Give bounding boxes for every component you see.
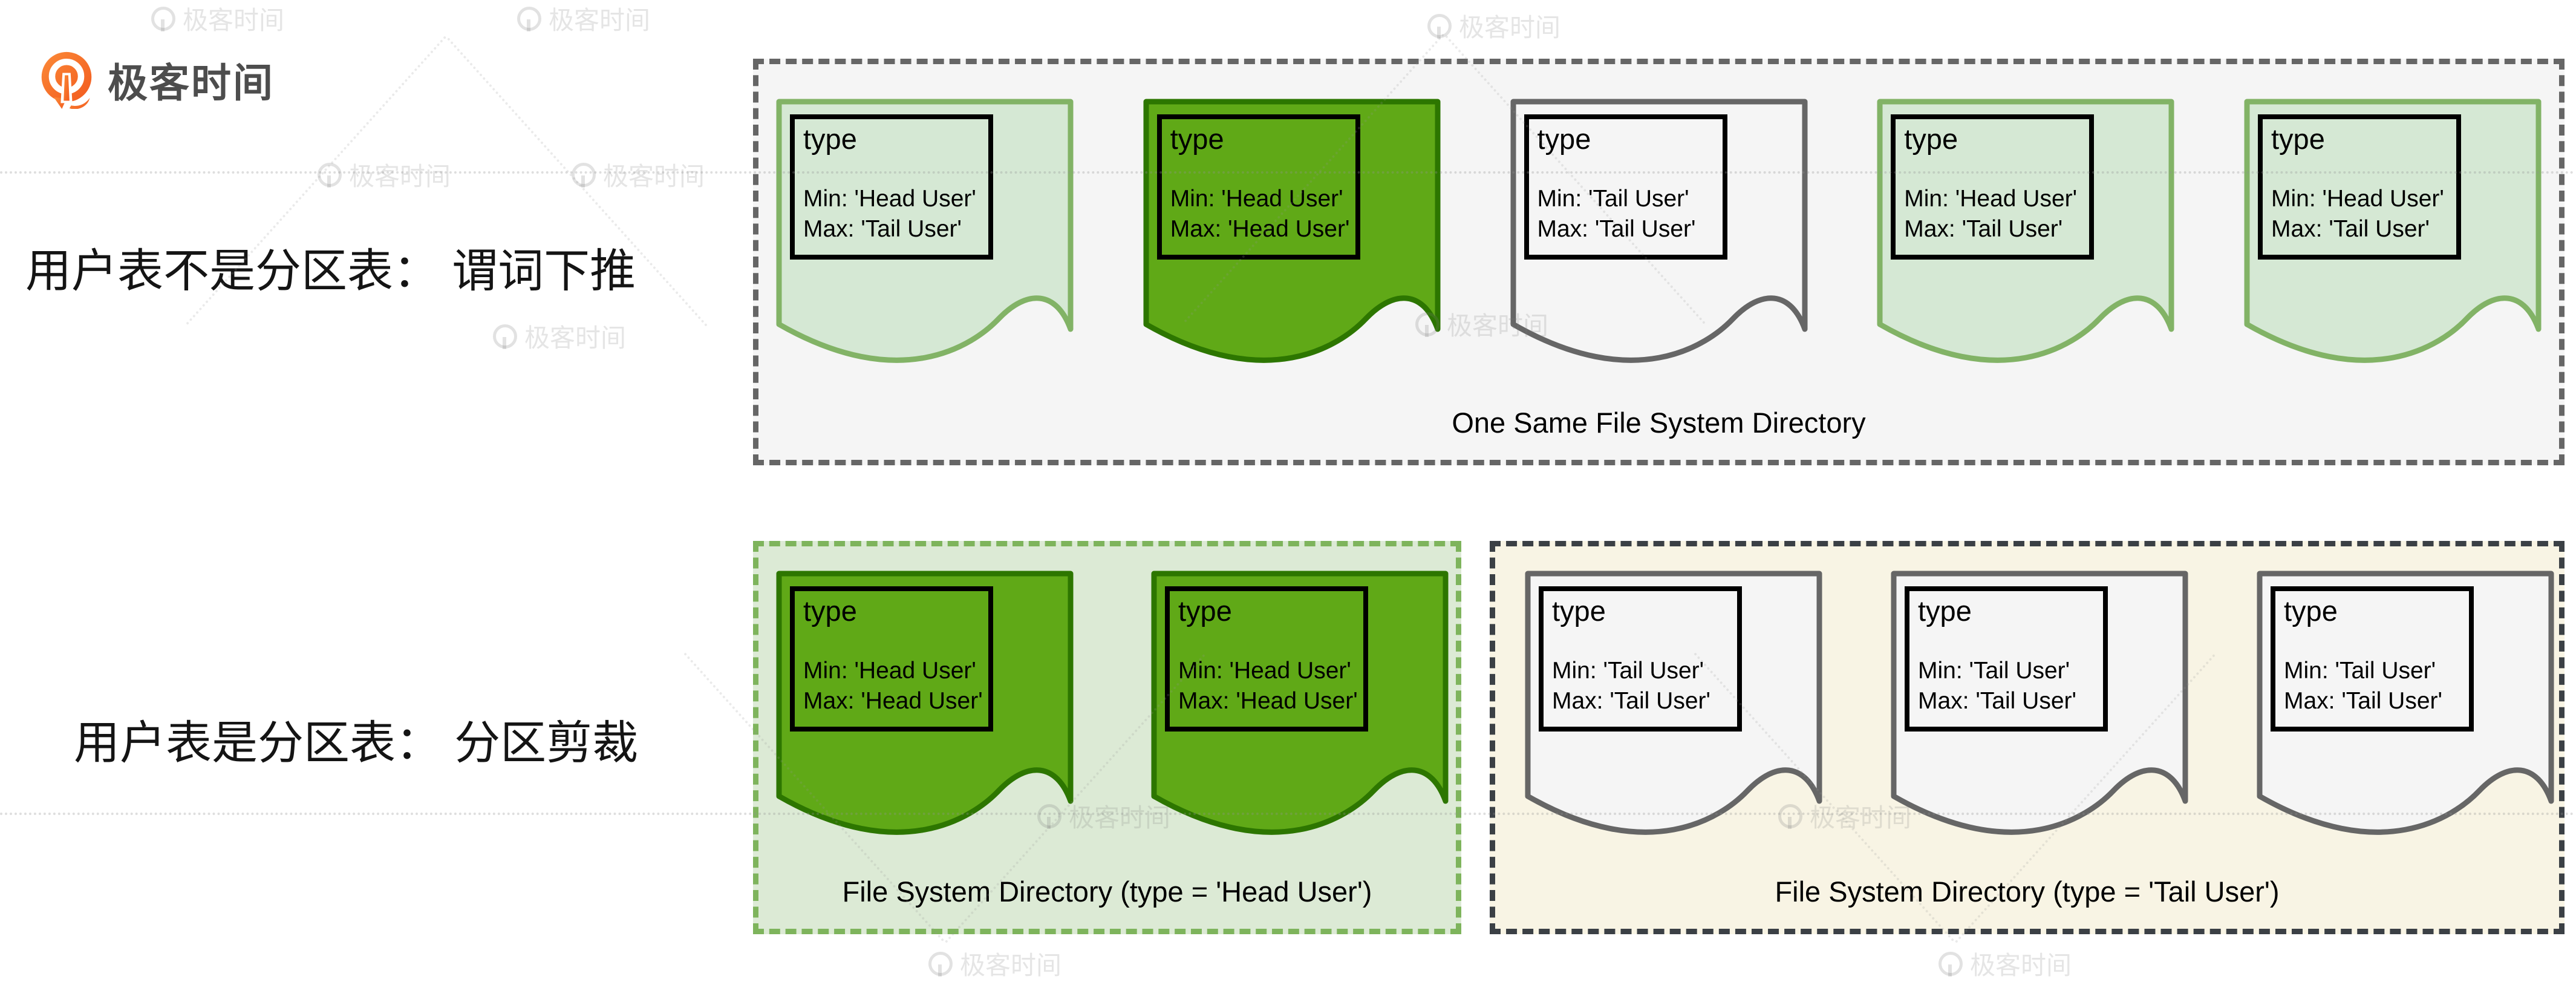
- meta-box: type Min: 'Tail User' Max: 'Tail User': [1539, 586, 1742, 732]
- min-label: Min: 'Head User': [1178, 657, 1351, 684]
- type-label: type: [803, 123, 857, 155]
- min-label: Min: 'Tail User': [2284, 657, 2436, 684]
- document-shape-icon: [776, 571, 1074, 835]
- max-label: Max: 'Tail User': [2271, 216, 2430, 243]
- meta-box: type Min: 'Tail User' Max: 'Tail User': [1524, 114, 1727, 260]
- meta-box: type Min: 'Head User' Max: 'Head User': [1165, 586, 1368, 732]
- directory-box-all: type Min: 'Head User' Max: 'Tail User' t…: [753, 59, 2565, 465]
- document-shape-icon: [776, 99, 1074, 363]
- row2-caption: 用户表是分区表： 分区剪裁: [74, 718, 639, 769]
- meta-box: type Min: 'Tail User' Max: 'Tail User': [2271, 586, 2474, 732]
- max-label: Max: 'Head User': [803, 688, 983, 715]
- type-label: type: [1552, 595, 1606, 627]
- directory-label: File System Directory (type = 'Tail User…: [1775, 876, 2280, 908]
- type-label: type: [1918, 595, 1972, 627]
- min-label: Min: 'Head User': [2271, 185, 2444, 212]
- watermark-logo-icon: [928, 951, 953, 977]
- file-list: type Min: 'Head User' Max: 'Tail User' t…: [774, 96, 2544, 372]
- watermark: 极客时间: [493, 318, 626, 355]
- geektime-logo: 极客时间: [37, 51, 275, 109]
- min-label: Min: 'Tail User': [1552, 657, 1704, 684]
- type-label: type: [1170, 123, 1224, 155]
- type-label: type: [803, 595, 857, 627]
- file-card: type Min: 'Head User' Max: 'Head User': [1141, 96, 1443, 372]
- directory-box-head-user: type Min: 'Head User' Max: 'Head User' t…: [753, 541, 1461, 934]
- file-card: type Min: 'Tail User' Max: 'Tail User': [1522, 568, 1825, 843]
- min-label: Min: 'Tail User': [1918, 657, 2070, 684]
- max-label: Max: 'Head User': [1170, 216, 1350, 243]
- meta-box: type Min: 'Head User' Max: 'Head User': [790, 586, 993, 732]
- type-label: type: [2271, 123, 2325, 155]
- directory-label: One Same File System Directory: [1452, 407, 1866, 439]
- watermark-logo-icon: [151, 6, 175, 31]
- file-card: type Min: 'Head User' Max: 'Tail User': [774, 96, 1076, 372]
- max-label: Max: 'Tail User': [1904, 216, 2063, 243]
- max-label: Max: 'Tail User': [2284, 688, 2442, 715]
- meta-box: type Min: 'Head User' Max: 'Tail User': [1891, 114, 2095, 260]
- meta-box: type Min: 'Head User' Max: 'Tail User': [790, 114, 993, 260]
- document-shape-icon: [1525, 571, 1822, 835]
- document-shape-icon: [1143, 99, 1441, 363]
- max-label: Max: 'Tail User': [1918, 688, 2076, 715]
- file-card: type Min: 'Head User' Max: 'Head User': [1149, 568, 1451, 843]
- watermark: 极客时间: [151, 0, 284, 37]
- watermark: 极客时间: [318, 156, 451, 193]
- watermark-logo-icon: [1939, 951, 1963, 977]
- max-label: Max: 'Tail User': [1537, 216, 1696, 243]
- file-list: type Min: 'Head User' Max: 'Head User' t…: [774, 568, 1451, 843]
- geektime-pin-icon: [41, 51, 92, 109]
- file-list: type Min: 'Tail User' Max: 'Tail User' t…: [1522, 568, 2557, 843]
- file-card: type Min: 'Head User' Max: 'Tail User': [1874, 96, 2177, 372]
- type-label: type: [1537, 123, 1591, 155]
- watermark-logo-icon: [318, 162, 342, 188]
- directory-label: File System Directory (type = 'Head User…: [842, 876, 1372, 908]
- file-card: type Min: 'Head User' Max: 'Tail User': [2242, 96, 2544, 372]
- document-shape-icon: [2257, 571, 2554, 835]
- watermark: 极客时间: [572, 156, 705, 193]
- file-card: type Min: 'Tail User' Max: 'Tail User': [1888, 568, 2191, 843]
- min-label: Min: 'Head User': [1170, 185, 1343, 212]
- min-label: Min: 'Head User': [1904, 185, 2078, 212]
- document-shape-icon: [1151, 571, 1449, 835]
- min-label: Min: 'Head User': [803, 185, 976, 212]
- file-card: type Min: 'Tail User' Max: 'Tail User': [1508, 96, 1810, 372]
- watermark: 极客时间: [1427, 7, 1560, 44]
- document-shape-icon: [1510, 99, 1807, 363]
- document-shape-icon: [2244, 99, 2542, 363]
- document-shape-icon: [1891, 571, 2188, 835]
- meta-box: type Min: 'Head User' Max: 'Head User': [1156, 114, 1360, 260]
- type-label: type: [1178, 595, 1232, 627]
- type-label: type: [2284, 595, 2338, 627]
- file-card: type Min: 'Head User' Max: 'Head User': [774, 568, 1076, 843]
- meta-box: type Min: 'Tail User' Max: 'Tail User': [1905, 586, 2108, 732]
- brand-text: 极客时间: [108, 61, 275, 105]
- directory-box-tail-user: type Min: 'Tail User' Max: 'Tail User' t…: [1490, 541, 2565, 934]
- watermark-logo-icon: [572, 162, 596, 188]
- meta-box: type Min: 'Head User' Max: 'Tail User': [2258, 114, 2461, 260]
- max-label: Max: 'Tail User': [1552, 688, 1710, 715]
- max-label: Max: 'Head User': [1178, 688, 1358, 715]
- watermark-logo-icon: [1427, 13, 1452, 39]
- type-label: type: [1904, 123, 1958, 155]
- watermark: 极客时间: [517, 0, 650, 37]
- watermark-logo-icon: [493, 324, 517, 349]
- max-label: Max: 'Tail User': [803, 216, 962, 243]
- watermark-logo-icon: [517, 6, 541, 31]
- row1-caption: 用户表不是分区表： 谓词下推: [25, 246, 636, 297]
- document-shape-icon: [1877, 99, 2174, 363]
- min-label: Min: 'Tail User': [1537, 185, 1689, 212]
- min-label: Min: 'Head User': [803, 657, 976, 684]
- file-card: type Min: 'Tail User' Max: 'Tail User': [2254, 568, 2557, 843]
